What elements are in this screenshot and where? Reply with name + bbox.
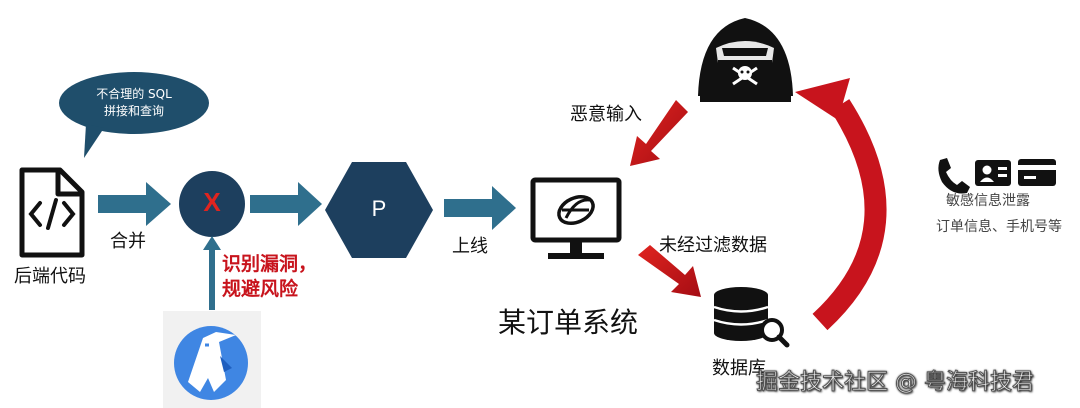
leak-curve-arrow: [795, 78, 887, 331]
bubble-text: 不合理的 SQL 拼接和查询: [80, 86, 188, 120]
detect-line-1: 识别漏洞，: [222, 253, 318, 275]
merge-arrow: [98, 182, 171, 226]
unfiltered-data-arrow: [638, 245, 701, 297]
source-code-label: 后端代码: [14, 266, 86, 287]
code-file-icon: [19, 167, 85, 258]
to-p-arrow: [250, 182, 322, 226]
unfiltered-data-label: 未经过滤数据: [659, 235, 767, 256]
hacker-icon: [698, 18, 793, 102]
detect-line-2: 规避风险: [222, 278, 299, 300]
watermark: 掘金技术社区 @ 粤海科技君: [756, 370, 1035, 396]
x-symbol: X: [203, 187, 221, 217]
merge-label: 合并: [110, 231, 146, 252]
bubble-line-1: 不合理的 SQL: [96, 87, 172, 101]
database-icon: [713, 287, 790, 348]
database-label: 数据库: [712, 358, 766, 379]
leak-detail: 订单信息、手机号等: [936, 219, 1062, 235]
deploy-label: 上线: [452, 236, 488, 257]
p-hexagon: [325, 162, 433, 258]
leak-title: 敏感信息泄露: [946, 193, 1030, 209]
phone-icon: [938, 158, 970, 194]
detect-arrow: [203, 236, 221, 310]
malicious-input-arrow: [630, 100, 688, 166]
p-label: P: [371, 196, 387, 221]
bird-logo: [163, 311, 261, 408]
system-label: 某订单系统: [498, 306, 639, 339]
id-card-icon: [975, 160, 1011, 186]
credit-card-icon: [1018, 159, 1056, 186]
malicious-input-label: 恶意输入: [570, 104, 642, 125]
bubble-line-2: 拼接和查询: [103, 104, 164, 118]
computer-icon: [530, 177, 622, 259]
x-node: [179, 171, 245, 237]
speech-bubble: [59, 72, 209, 158]
deploy-arrow: [444, 186, 516, 230]
detect-label: 识别漏洞， 规避风险: [222, 252, 317, 302]
